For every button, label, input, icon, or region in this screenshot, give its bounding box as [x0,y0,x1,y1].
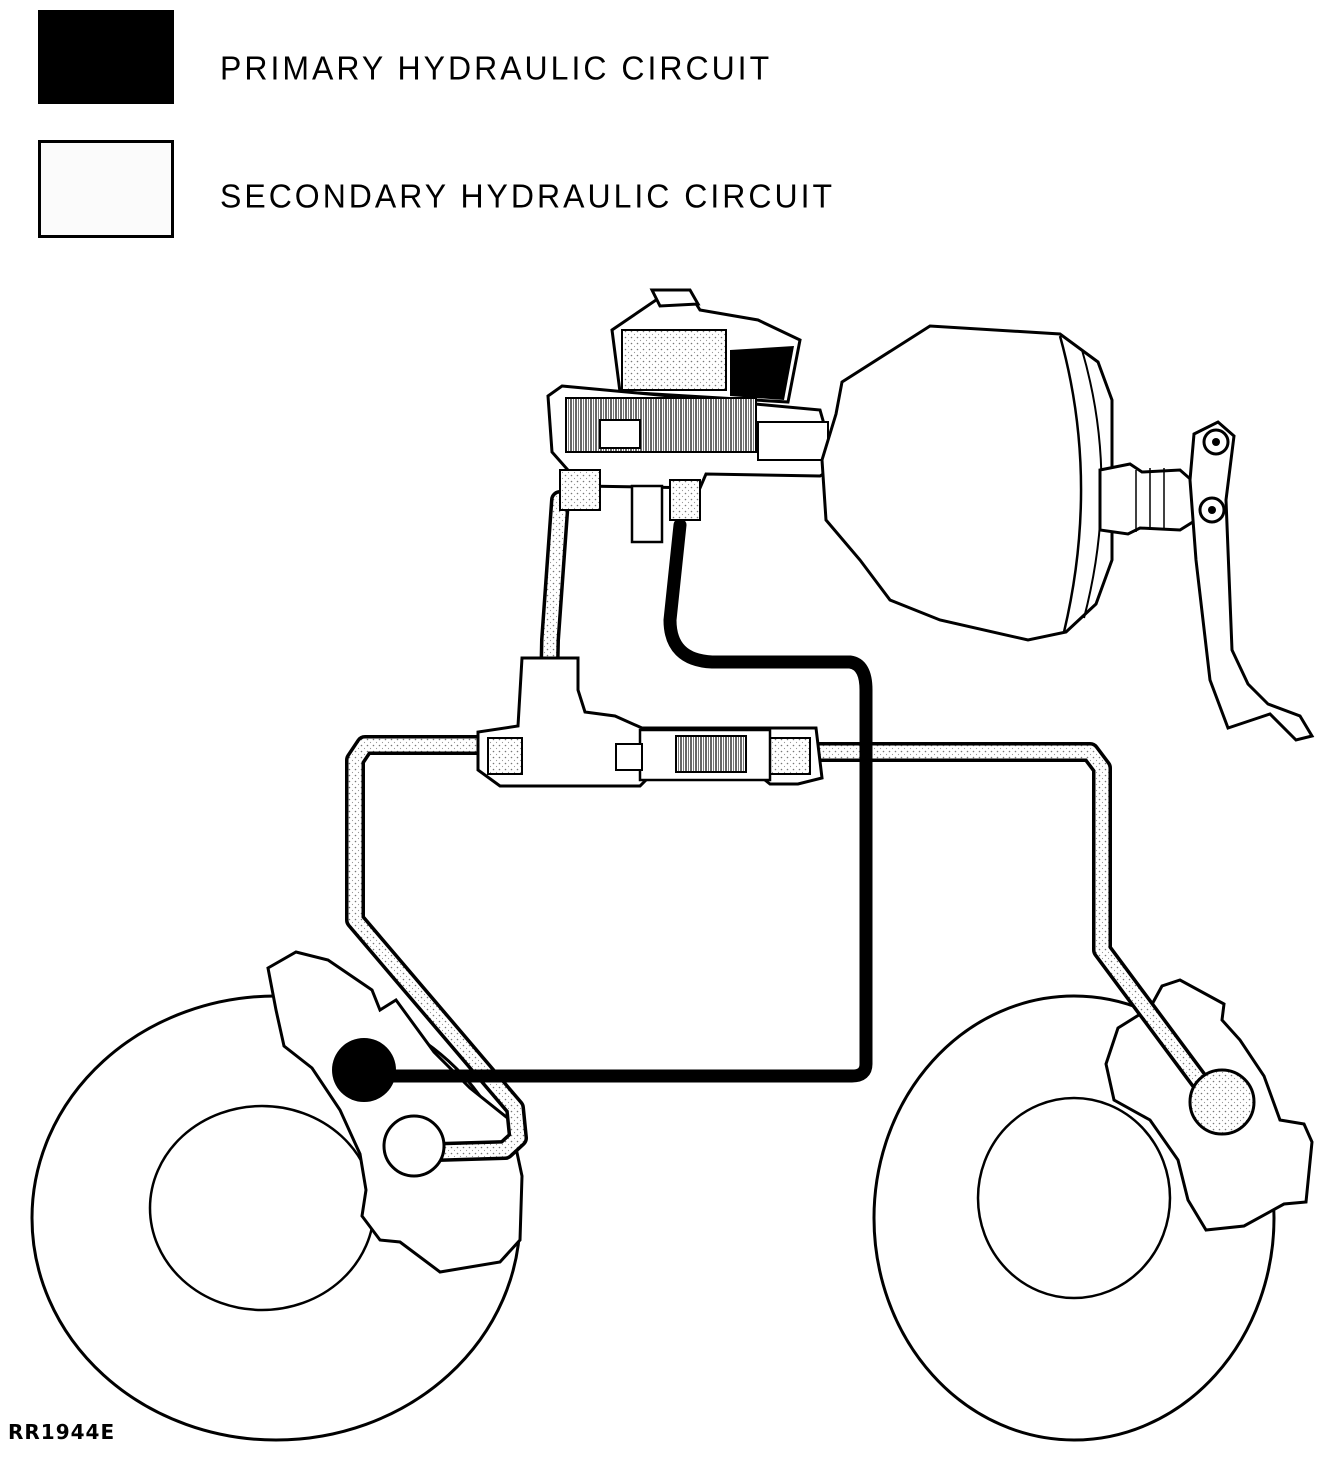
figure-reference-code: RR1944E [8,1420,116,1444]
master-cylinder [546,288,838,544]
pressure-reducing-valve [476,656,824,788]
brake-servo [820,324,1198,642]
right-secondary-port [1188,1068,1256,1136]
brake-pedal [1188,420,1315,742]
left-brake-caliper [266,950,524,1274]
primary-circuit-swatch [38,10,174,104]
primary-circuit-pipe [357,518,873,1083]
left-secondary-port [382,1114,446,1178]
secondary-circuit-swatch [38,140,174,238]
left-primary-port [332,1038,396,1102]
secondary-circuit-label: SECONDARY HYDRAULIC CIRCUIT [220,177,836,215]
primary-circuit-label: PRIMARY HYDRAULIC CIRCUIT [220,49,773,87]
